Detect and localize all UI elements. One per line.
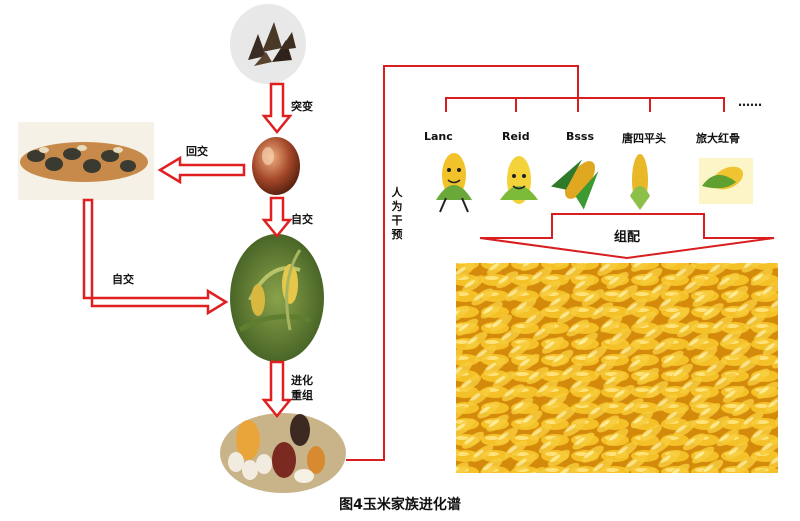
- variety-lanc-image: [436, 153, 472, 213]
- variety-reid-image: [500, 156, 538, 204]
- label-backcross: 回交: [186, 145, 208, 158]
- label-combination: 组配: [614, 230, 641, 245]
- mixed-kernels-image: [220, 413, 346, 493]
- variety-tangsipingtou-image: [630, 154, 650, 210]
- human-intervention-connector: [346, 65, 725, 461]
- harvested-corn-pile-image: [456, 263, 778, 473]
- variety-label-reid: Reid: [502, 130, 530, 143]
- variety-lvdahonggu-image: [699, 158, 753, 204]
- variety-label-lanc: Lanc: [424, 130, 453, 143]
- variety-label-tangsipingtou: 唐四平头: [622, 132, 666, 145]
- label-selfing-left: 自交: [112, 273, 134, 286]
- label-human-intervention: 人为干预: [391, 186, 403, 241]
- arrow-selfing-down: [261, 196, 293, 238]
- figure-caption: 图4玉米家族进化谱: [339, 497, 461, 513]
- corn-field-image: [230, 234, 324, 362]
- label-evolution-recombination: 进化重组: [291, 374, 313, 402]
- label-selfing-top: 自交: [291, 213, 313, 226]
- arrow-selfing-left-path: [82, 198, 229, 316]
- variety-bsss-image: [550, 159, 599, 210]
- arrow-mutation: [261, 82, 293, 134]
- backcross-cob-image: [18, 122, 154, 200]
- arrow-backcross: [157, 155, 246, 185]
- more-varieties-ellipsis: ……: [738, 95, 762, 109]
- ancestral-seeds-image: [230, 4, 306, 84]
- arrow-combination: [479, 213, 775, 260]
- mutant-fruit-image: [252, 137, 300, 195]
- variety-label-bsss: Bsss: [566, 130, 595, 143]
- label-mutation: 突变: [291, 100, 313, 113]
- variety-label-lvdahonggu: 旅大红骨: [696, 132, 740, 145]
- arrow-recombination: [261, 360, 293, 418]
